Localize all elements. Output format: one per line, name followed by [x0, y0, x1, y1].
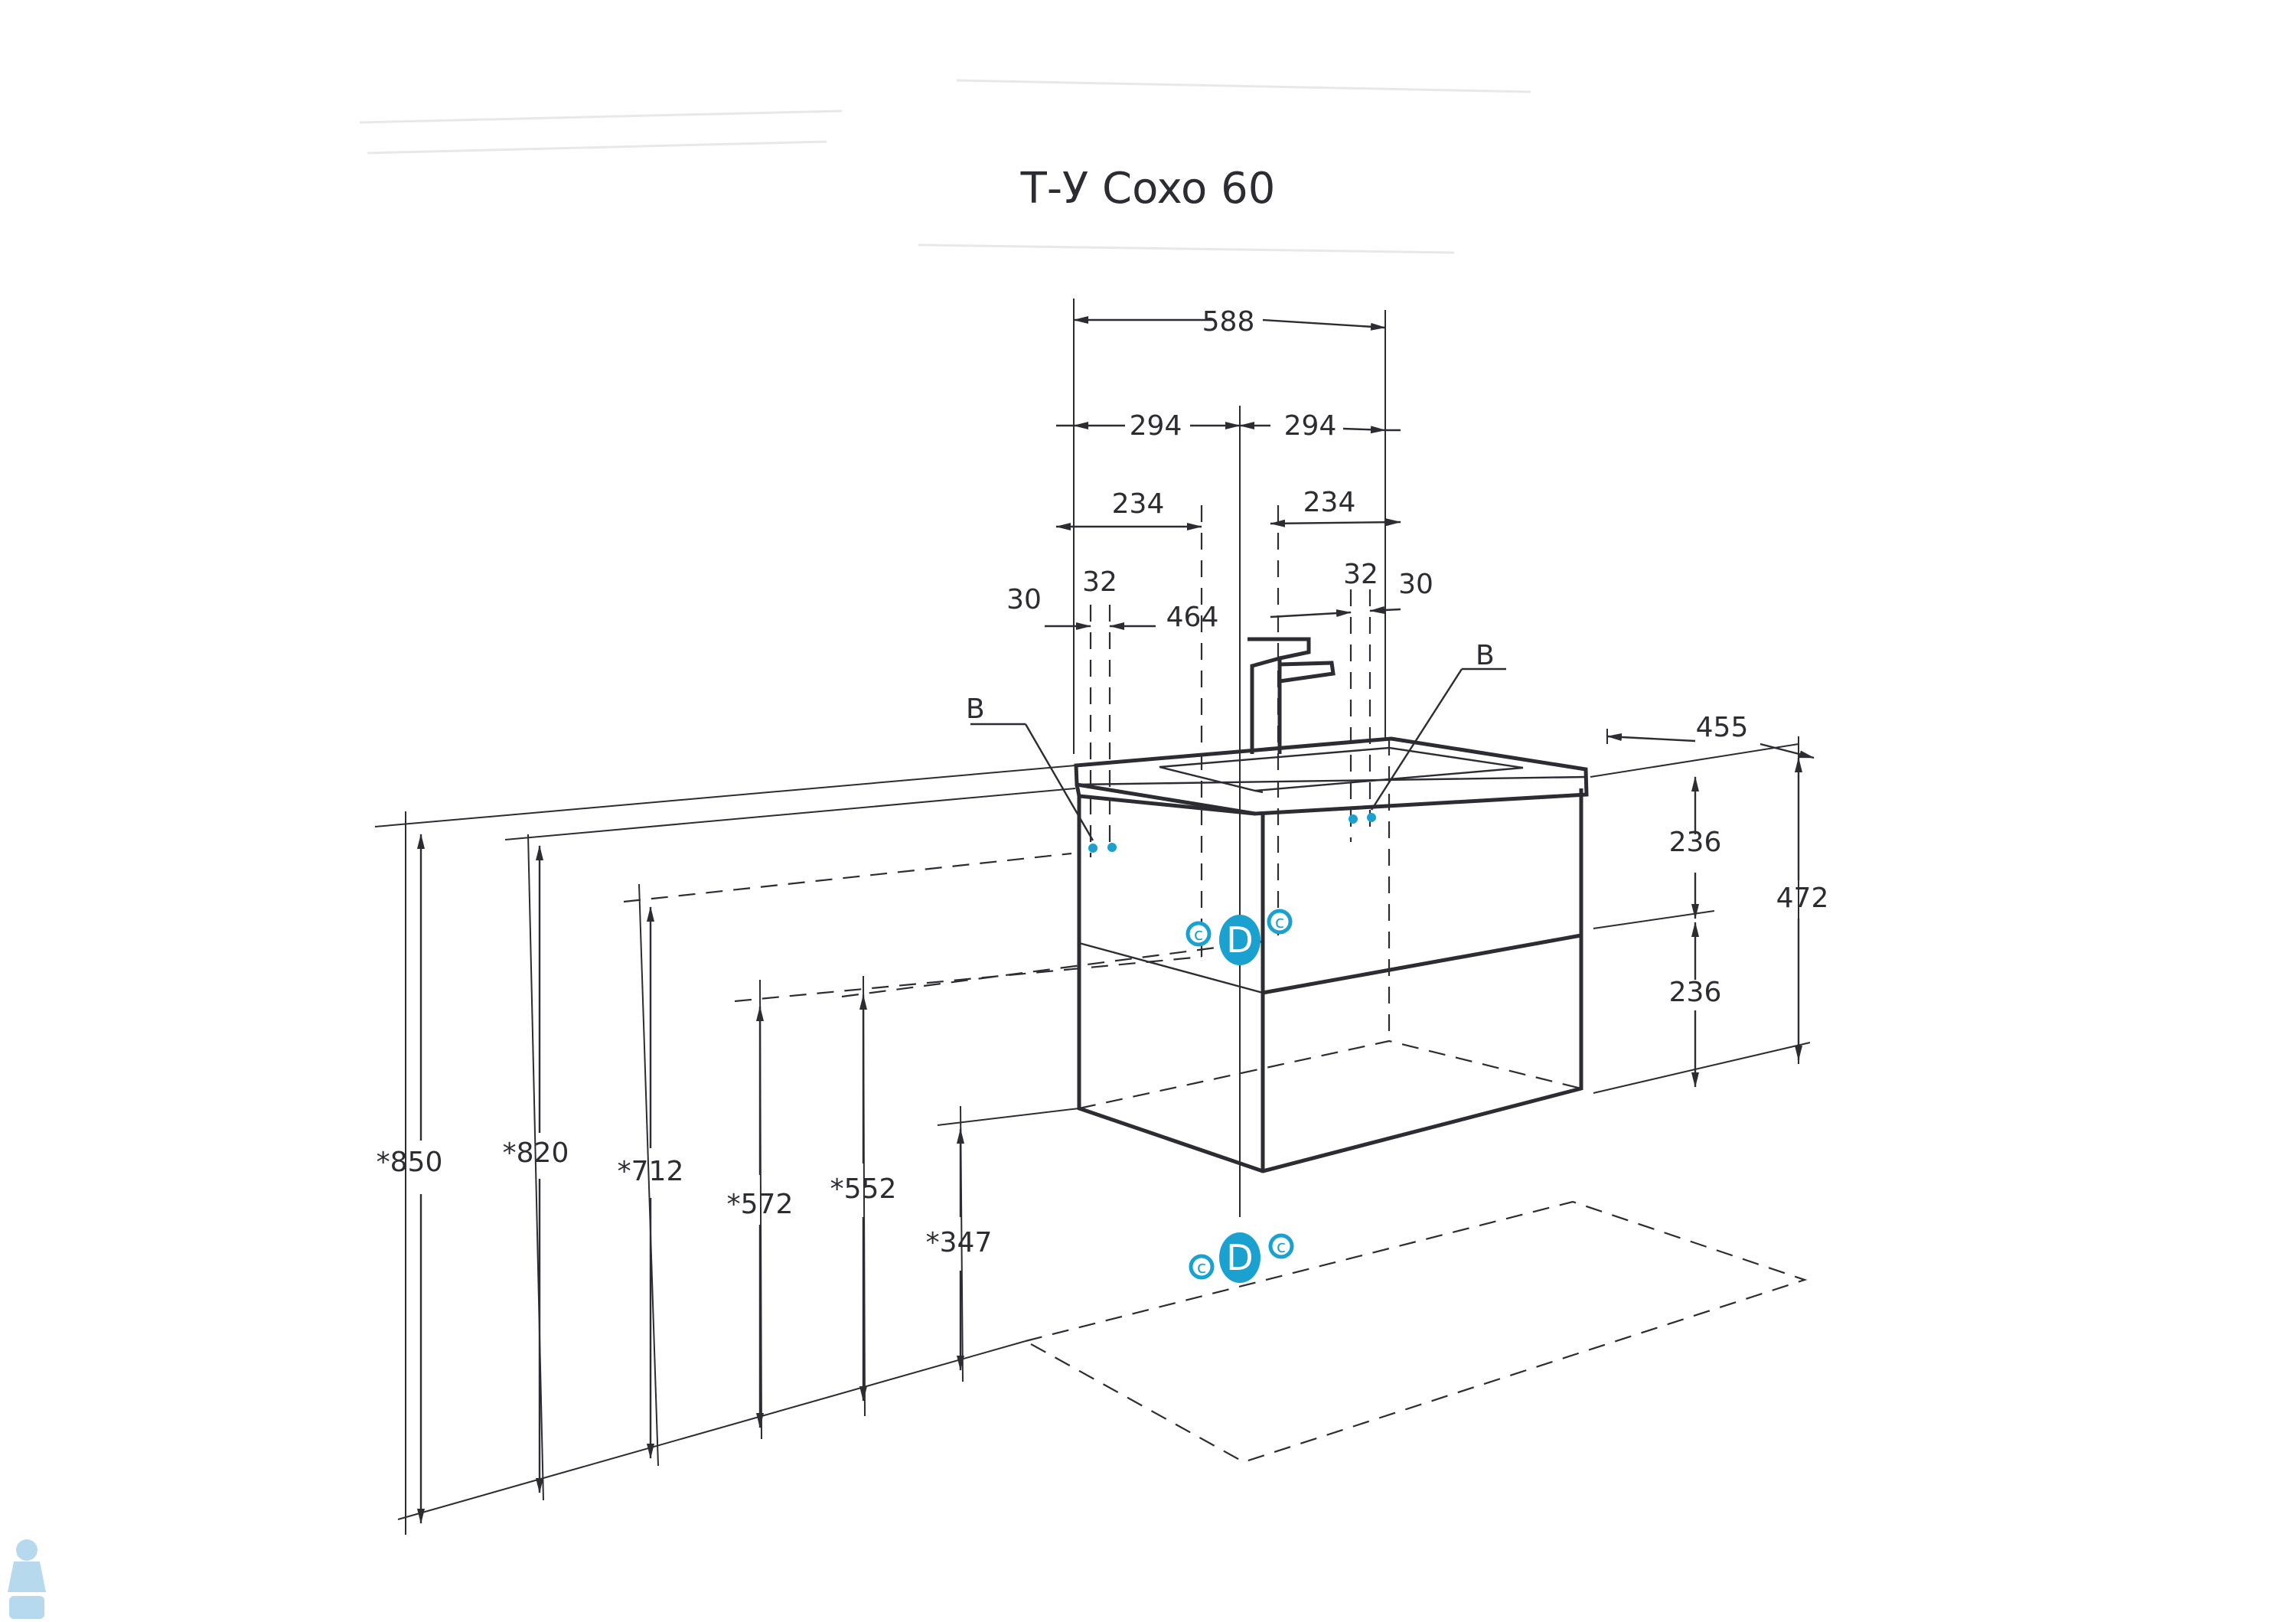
- mount-dot: [1088, 844, 1097, 853]
- dim-850: *850: [377, 1147, 443, 1178]
- dim-294-left: 294: [1130, 410, 1182, 442]
- connections-floor: D c c: [1189, 1232, 1294, 1283]
- drawing-title: Т-У Coxo 60: [1020, 164, 1276, 214]
- dim-234-right: 234: [1303, 487, 1356, 518]
- dim-552: *552: [830, 1173, 897, 1205]
- dim-588: 588: [1202, 306, 1255, 338]
- vanity-cabinet: [1074, 637, 1589, 1173]
- watermark-logo: [8, 1539, 46, 1619]
- hot-water-port: [1268, 1233, 1294, 1259]
- dim-234-left: 234: [1112, 488, 1165, 520]
- connections-wall: D c c: [1186, 909, 1293, 965]
- right-dimensions: 455 236 236 472: [1590, 712, 1829, 1094]
- mount-dot: [1349, 814, 1358, 824]
- dim-294-right: 294: [1284, 410, 1337, 442]
- cold-letter: c: [1197, 1258, 1206, 1278]
- drain-port: [1219, 915, 1261, 965]
- mounting-points: B B: [966, 640, 1506, 853]
- dim-32-right: 32: [1343, 559, 1378, 590]
- dim-30-right: 30: [1398, 569, 1433, 600]
- dim-464: 464: [1166, 602, 1219, 633]
- cold-letter: c: [1194, 925, 1203, 945]
- left-height-dimensions: *850 *820 *712 *572 *552 *347: [374, 765, 1264, 1535]
- dim-347: *347: [926, 1227, 993, 1258]
- cold-water-port: [1189, 1254, 1215, 1280]
- drain-letter: D: [1226, 1237, 1253, 1278]
- dim-455: 455: [1696, 712, 1749, 743]
- label-b-right: B: [1476, 640, 1495, 671]
- dim-712: *712: [618, 1156, 684, 1187]
- dim-820: *820: [503, 1137, 569, 1169]
- dim-472: 472: [1776, 883, 1829, 914]
- hot-water-port: [1267, 909, 1293, 935]
- dim-236-upper: 236: [1669, 827, 1722, 858]
- background-artifacts: [359, 79, 1531, 254]
- dim-572: *572: [727, 1189, 794, 1220]
- cold-water-port: [1186, 921, 1212, 947]
- dim-30-left: 30: [1006, 584, 1042, 615]
- label-b-left: B: [966, 694, 985, 725]
- mount-dot: [1107, 843, 1117, 852]
- drain-letter: D: [1226, 919, 1253, 961]
- top-dimensions: 588 294 294 234 234 30 32 464 32 30: [1006, 299, 1433, 1217]
- dim-32-left: 32: [1082, 566, 1117, 598]
- mount-dot: [1367, 813, 1376, 822]
- drain-port: [1219, 1232, 1261, 1283]
- floor-outline: [1023, 1200, 1808, 1464]
- hot-letter: c: [1275, 913, 1284, 932]
- dim-236-lower: 236: [1669, 977, 1722, 1008]
- hot-letter: c: [1277, 1238, 1286, 1257]
